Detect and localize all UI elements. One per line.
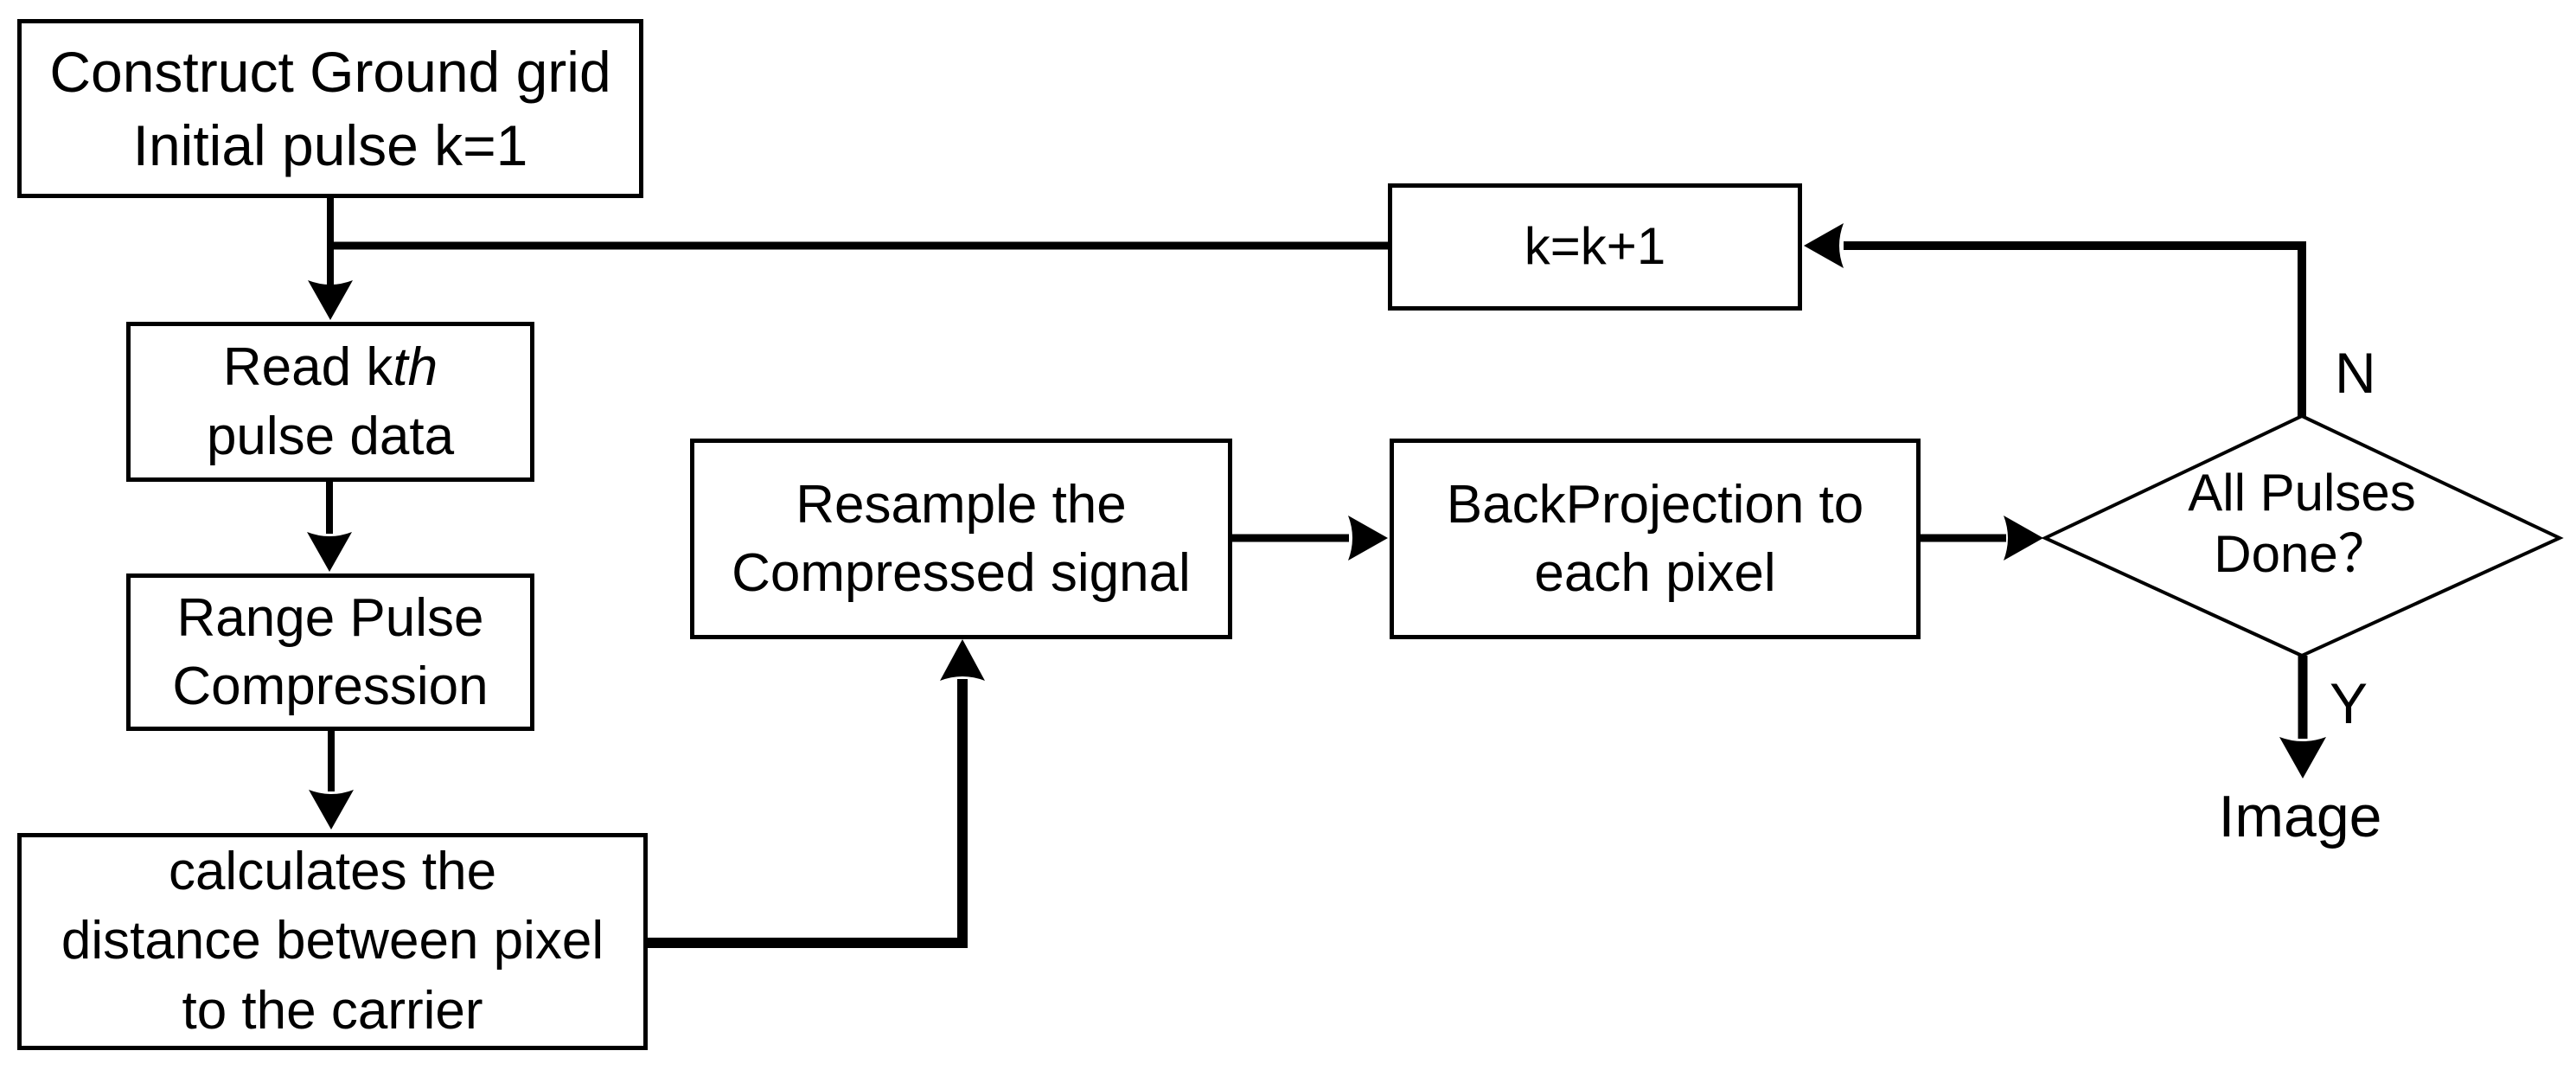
process-box-backprojection: BackProjection to each pixel xyxy=(1390,439,1921,639)
resample-line-2: Compressed signal xyxy=(732,543,1191,603)
arrowhead-into-range xyxy=(307,532,352,572)
arrowhead-into-backprojection xyxy=(1348,516,1388,561)
connector-calc-to-resample xyxy=(646,679,968,948)
output-label-image: Image xyxy=(2218,784,2382,849)
backprojection-line-1: BackProjection to xyxy=(1446,474,1864,535)
arrowhead-into-read xyxy=(308,280,353,320)
calc-line-2: distance between pixel xyxy=(61,911,604,971)
process-box-resample: Resample the Compressed signal xyxy=(690,439,1232,639)
calc-line-1: calculates the xyxy=(168,841,497,901)
read-kth-italic: th xyxy=(393,337,438,398)
process-box-calc-distance: calculates the distance between pixel to… xyxy=(17,833,648,1050)
resample-line-1: Resample the xyxy=(796,474,1127,535)
construct-line-2: Initial pulse k=1 xyxy=(132,112,528,177)
process-box-construct: Construct Ground grid Initial pulse k=1 xyxy=(17,19,643,198)
branch-label-no: N xyxy=(2335,341,2376,405)
read-line-2: pulse data xyxy=(206,406,455,466)
arrowhead-into-decision xyxy=(2004,516,2043,561)
decision-label: All Pulses Done？ xyxy=(2042,463,2561,586)
process-box-range: Range Pulse Compression xyxy=(126,573,534,731)
arrowhead-into-calc xyxy=(309,790,354,830)
branch-label-yes: Y xyxy=(2330,671,2368,735)
connector-decision-no-loop xyxy=(1844,241,2306,416)
range-line-1: Range Pulse xyxy=(176,587,484,648)
process-box-read: Read kth pulse data xyxy=(126,322,534,482)
decision-line-2: Done？ xyxy=(2214,524,2390,583)
arrowhead-into-increment xyxy=(1804,223,1844,268)
calc-line-3: to the carrier xyxy=(182,980,483,1041)
construct-line-1: Construct Ground grid xyxy=(49,40,611,105)
decision-line-1: All Pulses xyxy=(2188,464,2416,522)
increment-label: k=k+1 xyxy=(1524,217,1666,276)
range-line-2: Compression xyxy=(172,657,489,716)
read-line-1: Read kth xyxy=(222,337,438,398)
process-box-increment: k=k+1 xyxy=(1388,183,1802,311)
arrowhead-into-resample xyxy=(940,639,985,681)
decision-diamond-shape xyxy=(2041,413,2564,658)
backprojection-line-2: each pixel xyxy=(1534,543,1776,603)
arrowhead-into-image xyxy=(2279,737,2326,778)
